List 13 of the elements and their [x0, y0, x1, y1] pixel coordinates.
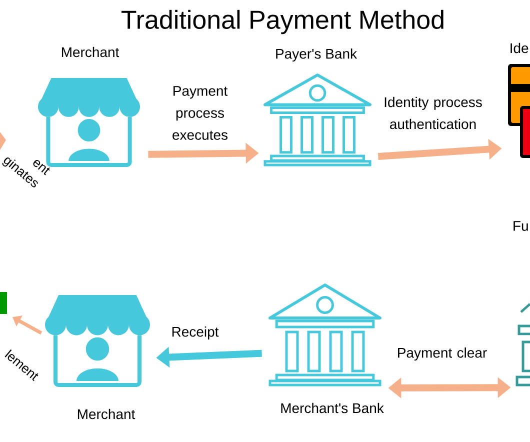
bank-drawing [516, 303, 530, 386]
heading: Payer's Bank [276, 48, 358, 62]
edge-label: Receipt [172, 326, 219, 340]
edge-label: Payment clear [398, 347, 487, 361]
title: Traditional Payment Method [121, 10, 444, 34]
edge-label: Identity process authentication [384, 96, 482, 130]
heading: Merchant [62, 46, 120, 58]
edge-label: Payment process executes [172, 86, 228, 140]
box-drawing [0, 292, 7, 314]
label: Fu [514, 221, 528, 231]
heading: Merchant's Bank [281, 402, 384, 414]
heading: Merchant [78, 408, 136, 420]
heading: Ide [510, 42, 528, 54]
